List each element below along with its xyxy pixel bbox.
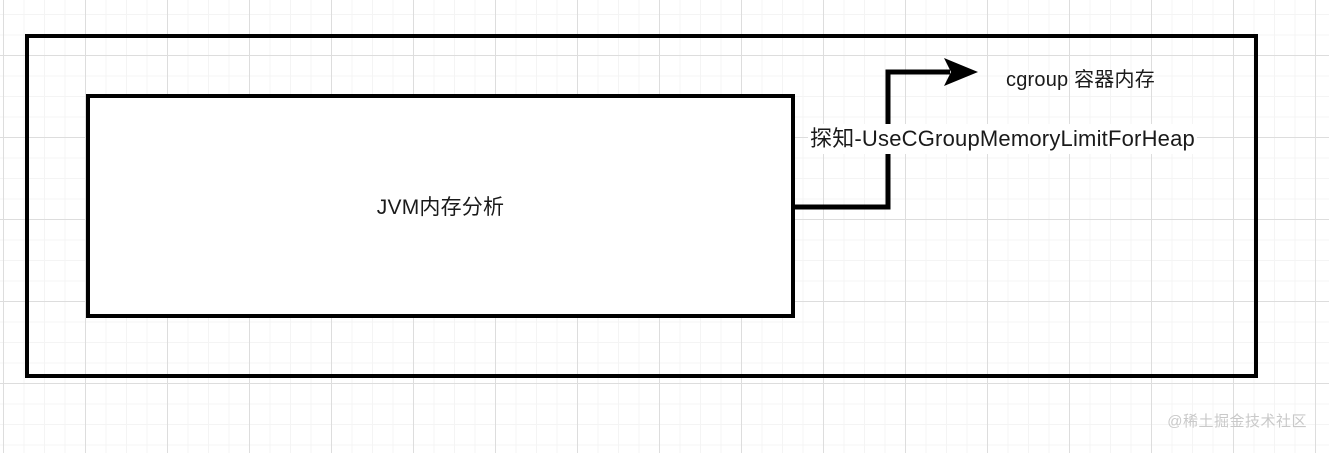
jvm-memory-analysis-box	[86, 94, 795, 318]
outer-container-box	[25, 34, 1258, 378]
cgroup-memory-label: cgroup 容器内存	[1006, 69, 1155, 91]
jvm-memory-analysis-label: JVM内存分析	[376, 196, 505, 219]
arrowhead-icon	[944, 58, 978, 86]
watermark: @稀土掘金技术社区	[1167, 413, 1307, 430]
usecgroupmemorylimitforheap-label: 探知-UseCGroupMemoryLimitForHeap	[808, 124, 1197, 154]
